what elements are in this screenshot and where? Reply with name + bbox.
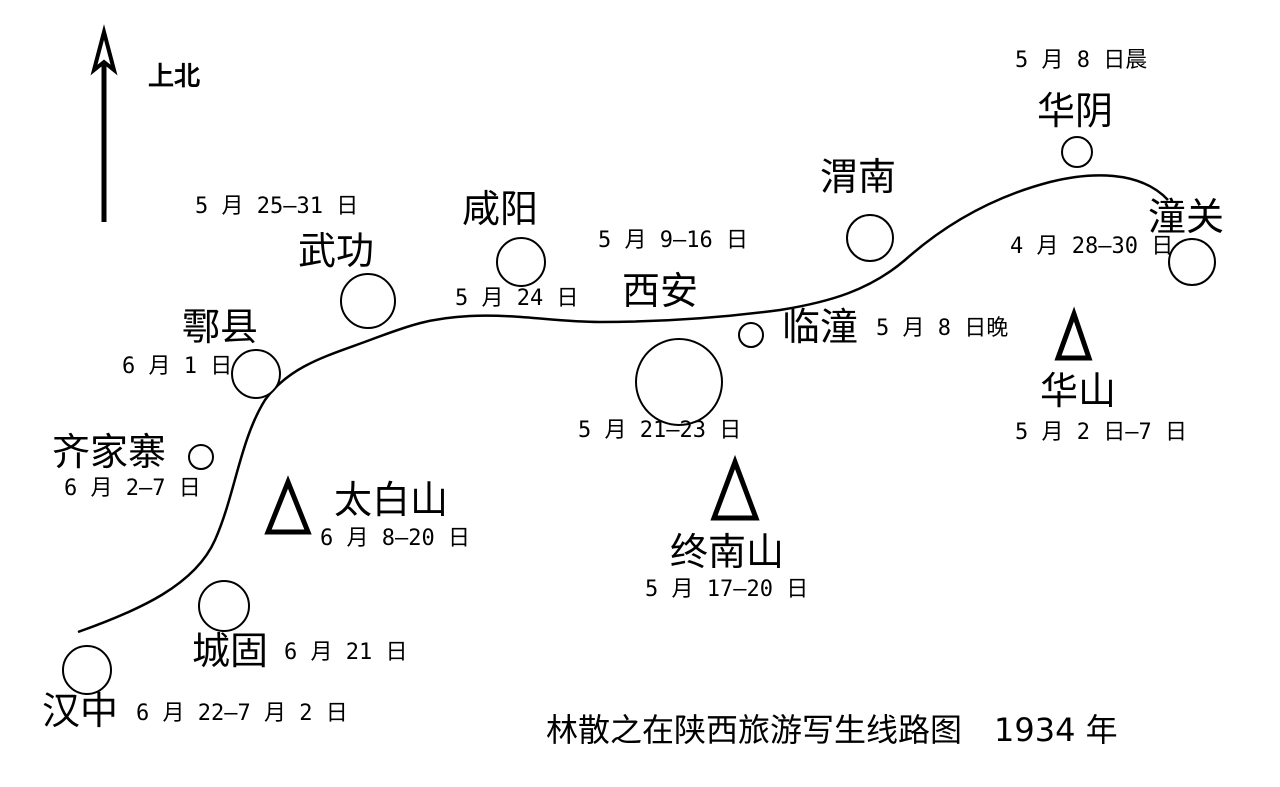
xianyang-marker <box>496 237 546 287</box>
xian-south-date: 5 月 21—23 日 <box>578 418 742 443</box>
zhongnanshan-mountain-icon <box>710 454 760 521</box>
north-arrow-icon <box>90 24 118 222</box>
xian-date: 5 月 9—16 日 <box>598 228 748 253</box>
huxian-marker <box>231 349 281 399</box>
chenggu-date: 6 月 21 日 <box>284 640 408 665</box>
huashan-date: 5 月 2 日—7 日 <box>1015 420 1187 445</box>
wugong-marker <box>340 273 396 329</box>
lintong-name: 临潼 <box>782 305 859 349</box>
weinan-marker <box>846 214 894 262</box>
hanzhong-name: 汉中 <box>42 689 119 733</box>
chenggu-marker <box>198 580 250 632</box>
taibaishan-mountain-icon <box>264 475 312 535</box>
tongguan-name: 潼关 <box>1148 195 1225 239</box>
xianyang-name: 咸阳 <box>462 187 539 231</box>
huashan-mountain-icon <box>1054 306 1093 361</box>
qijiazhai-marker <box>188 444 214 470</box>
qijiazhai-date: 6 月 2—7 日 <box>64 476 201 501</box>
taibaishan-date: 6 月 8—20 日 <box>320 526 470 551</box>
huxian-date: 6 月 1 日 <box>122 354 233 379</box>
chenggu-name: 城固 <box>192 629 269 673</box>
weinan-name: 渭南 <box>820 155 897 199</box>
taibaishan-name: 太白山 <box>334 478 449 522</box>
xianyang-date: 5 月 24 日 <box>455 286 579 311</box>
lintong-date: 5 月 8 日晚 <box>876 316 1009 341</box>
xian-marker <box>635 338 723 426</box>
north-label: 上北 <box>148 62 201 92</box>
huayin-marker <box>1061 136 1093 168</box>
wugong-date: 5 月 25—31 日 <box>195 194 359 219</box>
huayin-name: 华阴 <box>1037 89 1114 133</box>
huxian-name: 鄠县 <box>182 305 259 349</box>
huayin-date: 5 月 8 日晨 <box>1015 48 1148 73</box>
huashan-name: 华山 <box>1040 369 1117 413</box>
qijiazhai-name: 齐家寨 <box>52 430 167 474</box>
hanzhong-marker <box>62 645 112 695</box>
lintong-marker <box>738 322 764 348</box>
route-line <box>77 174 1169 634</box>
zhongnanshan-name: 终南山 <box>670 530 785 574</box>
zhongnanshan-date: 5 月 17—20 日 <box>645 577 809 602</box>
map-caption: 林散之在陕西旅游写生线路图 1934 年 <box>546 711 1118 749</box>
tongguan-date: 4 月 28—30 日 <box>1010 234 1174 259</box>
wugong-name: 武功 <box>298 229 375 273</box>
tongguan-marker <box>1168 238 1216 286</box>
hanzhong-date: 6 月 22—7 月 2 日 <box>136 701 348 726</box>
xian-name: 西安 <box>622 269 699 313</box>
